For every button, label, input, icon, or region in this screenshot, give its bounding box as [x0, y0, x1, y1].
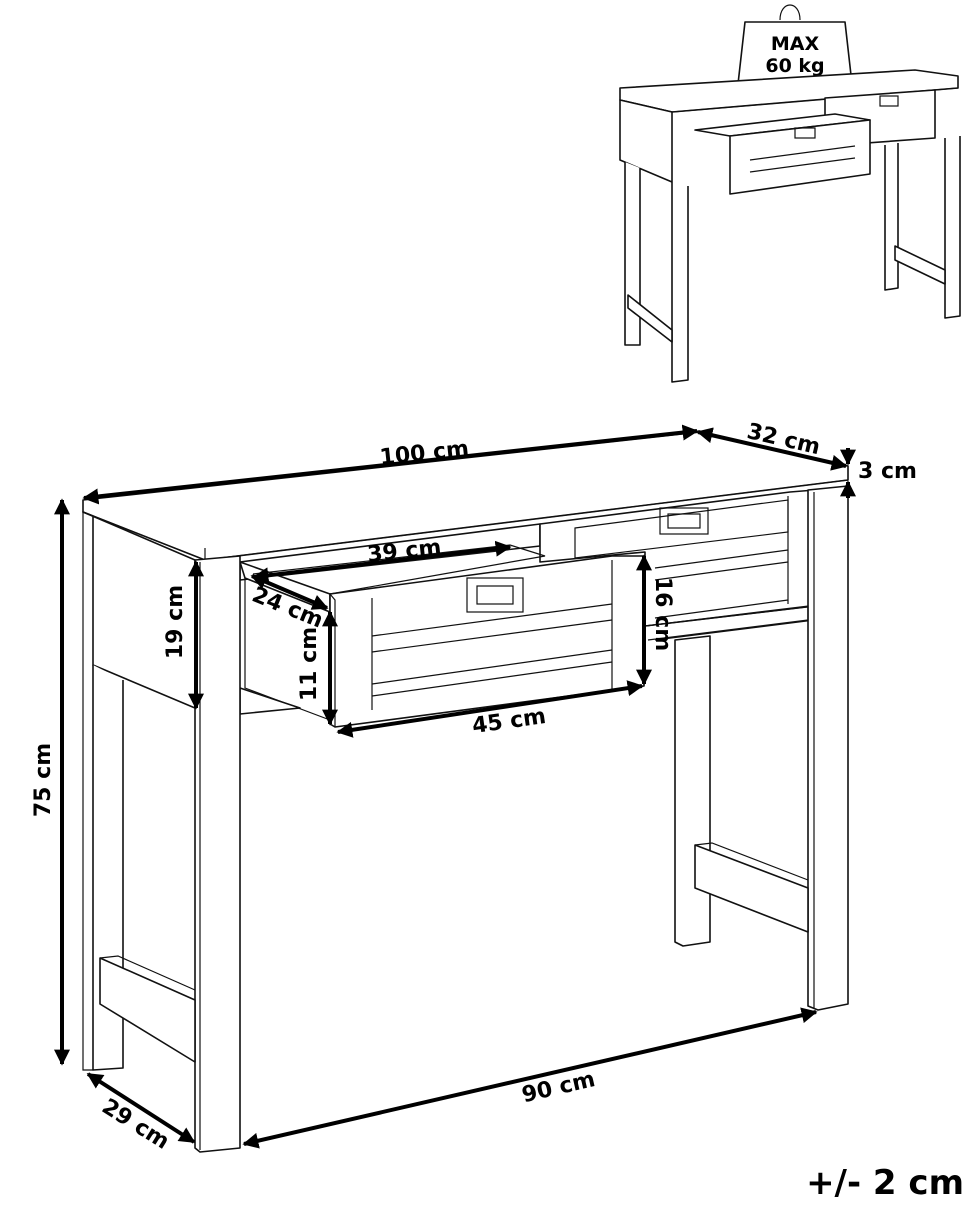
- drawer-inner-width-arrow: [252, 540, 512, 584]
- main-table-illustration: [82, 431, 849, 1153]
- weight-limit-label: MAX: [771, 33, 820, 55]
- leg-span-arrow: [242, 1007, 818, 1149]
- dimension-arrows: [54, 424, 856, 1149]
- weight-icon: MAX 60 kg: [737, 4, 853, 85]
- width-arrow: [82, 424, 699, 505]
- drawer-inner-width-label: 39 cm: [366, 535, 442, 568]
- drawer-depth-arrow: [250, 574, 329, 610]
- weight-limit-value: 60 kg: [765, 55, 824, 77]
- top-thickness-label: 3 cm: [858, 459, 917, 484]
- height-label: 75 cm: [31, 743, 56, 817]
- tolerance-note: +/- 2 cm: [806, 1163, 964, 1203]
- drawer-front-height-label: 16 cm: [650, 577, 675, 651]
- reference-table-illustration: MAX 60 kg: [619, 4, 961, 383]
- drawer-front-width-arrow: [336, 680, 644, 738]
- base-depth-arrow: [86, 1072, 196, 1144]
- drawer-height-label: 11 cm: [297, 627, 322, 701]
- depth-arrow: [696, 427, 848, 471]
- apron-height-label: 19 cm: [163, 585, 188, 659]
